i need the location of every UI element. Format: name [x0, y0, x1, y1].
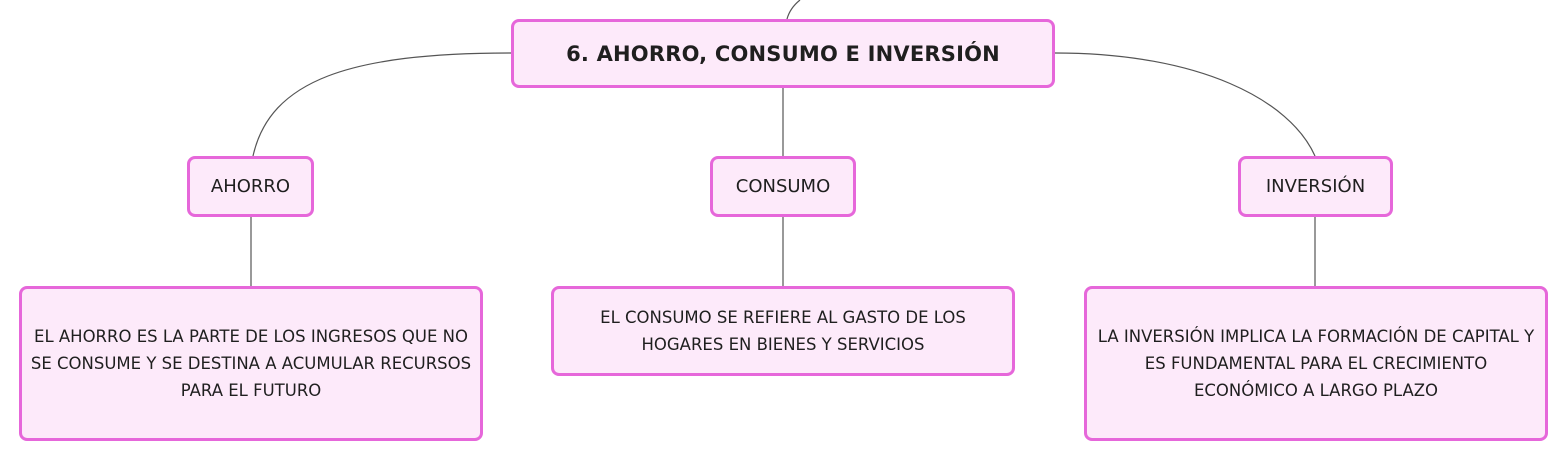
- detail-node-ahorro[interactable]: EL AHORRO ES LA PARTE DE LOS INGRESOS QU…: [19, 286, 483, 441]
- detail-node-consumo-text: EL CONSUMO SE REFIERE AL GASTO DE LOS HO…: [600, 308, 966, 354]
- topic-node-consumo[interactable]: CONSUMO: [710, 156, 856, 217]
- topic-node-inversion[interactable]: INVERSIÓN: [1238, 156, 1393, 217]
- detail-node-consumo[interactable]: EL CONSUMO SE REFIERE AL GASTO DE LOS HO…: [551, 286, 1015, 376]
- root-node[interactable]: 6. AHORRO, CONSUMO E INVERSIÓN: [511, 19, 1055, 88]
- topic-node-ahorro[interactable]: AHORRO: [187, 156, 314, 217]
- detail-node-ahorro-text: EL AHORRO ES LA PARTE DE LOS INGRESOS QU…: [30, 327, 472, 400]
- connector-root-to-inversion: [1054, 52, 1316, 157]
- detail-node-inversion-text: LA INVERSIÓN IMPLICA LA FORMACIÓN DE CAP…: [1097, 327, 1535, 400]
- detail-node-inversion[interactable]: LA INVERSIÓN IMPLICA LA FORMACIÓN DE CAP…: [1084, 286, 1548, 441]
- connector-root-to-ahorro: [252, 52, 512, 157]
- connector-parent-to-root: [786, 0, 801, 20]
- root-node-label: 6. AHORRO, CONSUMO E INVERSIÓN: [566, 41, 1000, 66]
- topic-node-ahorro-label: AHORRO: [210, 176, 291, 197]
- topic-node-inversion-label: INVERSIÓN: [1265, 176, 1366, 197]
- topic-node-consumo-label: CONSUMO: [735, 176, 831, 197]
